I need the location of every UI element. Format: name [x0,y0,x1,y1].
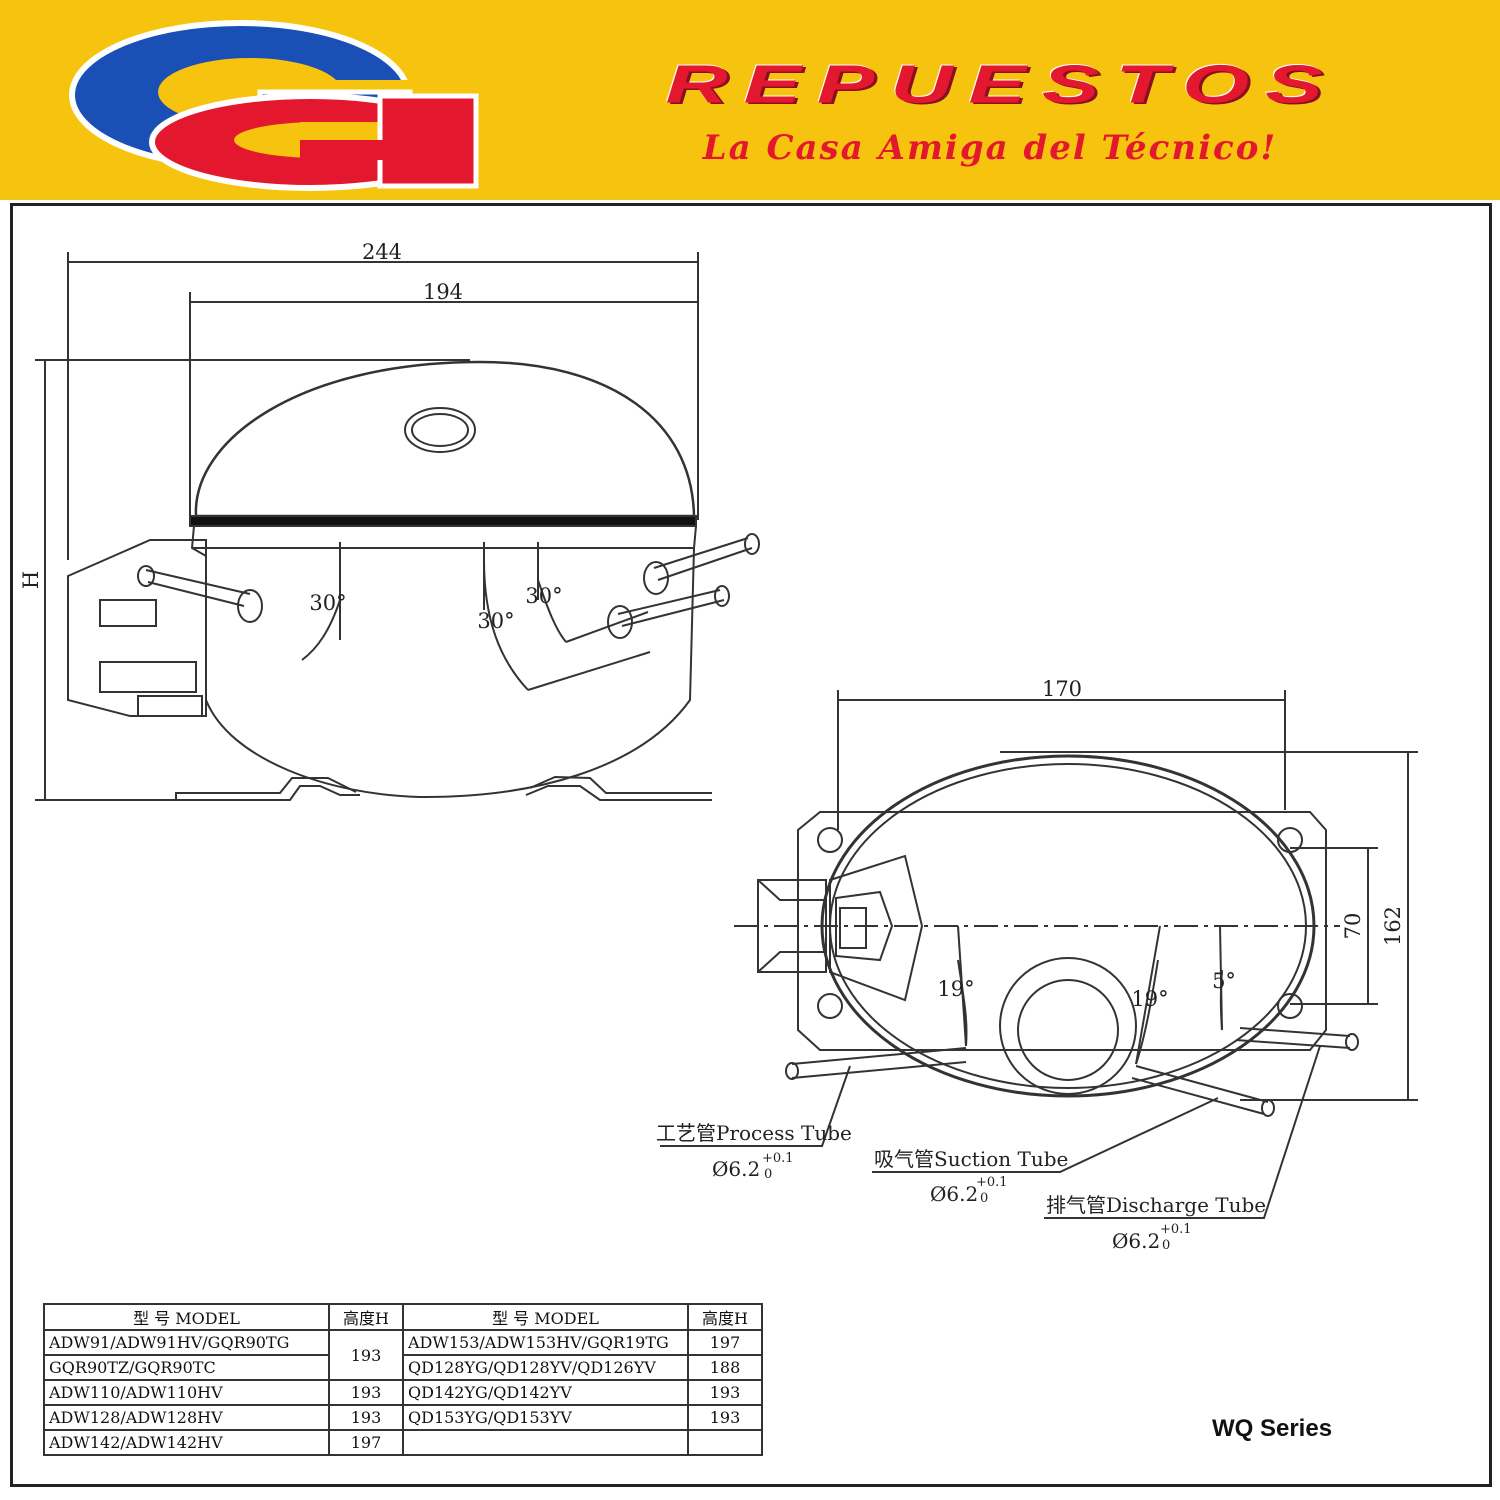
header-height-right: 高度H [687,1303,763,1331]
suction-tube-tol-lower: 0 [980,1191,988,1206]
dim-top-depth: 162 [1381,906,1405,946]
table-row: ADW91/ADW91HV/GQR90TG 193 ADW153/ADW153H… [43,1329,763,1381]
process-tube-tol-lower: 0 [764,1167,772,1182]
discharge-tube-label: 排气管Discharge Tube [1046,1193,1266,1217]
series-label: WQ Series [1212,1415,1333,1442]
gg-logo [69,20,479,191]
model-cell: ADW110/ADW110HV [43,1379,330,1406]
suction-tube-tol-upper: +0.1 [976,1175,1008,1190]
height-cell: 193 [687,1379,763,1406]
discharge-tube-size: Ø6.2 [1112,1229,1160,1253]
header-model-right: 型 号 MODEL [402,1303,689,1331]
table-row: GQR90TZ/GQR90TC QD128YG/QD128YV/QD126YV … [43,1354,763,1381]
suction-tube-size: Ø6.2 [930,1182,978,1206]
model-cell [402,1429,689,1456]
model-cell: ADW142/ADW142HV [43,1429,330,1456]
height-cell: 193 [328,1329,404,1381]
process-tube-tol-upper: +0.1 [762,1151,794,1166]
side-view-compressor [35,252,760,801]
table-row: ADW142/ADW142HV 197 [43,1429,763,1456]
suction-tube-label: 吸气管Suction Tube [874,1147,1068,1171]
model-cell: ADW128/ADW128HV [43,1404,330,1431]
height-cell: 193 [328,1404,404,1431]
angle-right-label: 30° [525,584,562,608]
height-cell [687,1429,763,1456]
model-table: 型 号 MODEL 高度H 型 号 MODEL 高度H ADW91/ADW91H… [43,1303,763,1456]
angle-b-label: 19° [1131,987,1168,1011]
model-cell: ADW153/ADW153HV/GQR19TG [402,1329,689,1356]
header-model-left: 型 号 MODEL [43,1303,330,1331]
height-cell: 193 [687,1404,763,1431]
dim-total-width: 244 [362,240,402,264]
angle-mid-label: 30° [477,609,514,633]
model-cell: GQR90TZ/GQR90TC [43,1354,330,1381]
table-row: ADW110/ADW110HV 193 QD142YG/QD142YV 193 [43,1379,763,1406]
process-tube-size: Ø6.2 [712,1157,760,1181]
process-tube-label: 工艺管Process Tube [656,1121,852,1145]
brand-title: REPUESTOS [665,54,1339,115]
dim-height: H [19,571,43,589]
model-cell: QD128YG/QD128YV/QD126YV [402,1354,689,1381]
model-cell: QD142YG/QD142YV [402,1379,689,1406]
drawing-frame [10,203,1492,1487]
height-cell: 188 [687,1354,763,1381]
table-row: ADW128/ADW128HV 193 QD153YG/QD153YV 193 [43,1404,763,1431]
model-cell: QD153YG/QD153YV [402,1404,689,1431]
dim-mount-spacing: 70 [1341,913,1365,940]
model-cell: ADW91/ADW91HV/GQR90TG [43,1329,330,1356]
height-cell: 197 [328,1429,404,1456]
logo-red-g [149,93,479,191]
top-view-compressor [660,690,1418,1219]
header-height-left: 高度H [328,1303,404,1331]
angle-a-label: 19° [937,977,974,1001]
brand-slogan: La Casa Amiga del Técnico! [702,128,1278,168]
dim-top-width: 170 [1042,677,1082,701]
discharge-tube-tol-lower: 0 [1162,1238,1170,1253]
height-cell: 193 [328,1379,404,1406]
dim-body-width: 194 [423,280,463,304]
brand-banner: REPUESTOS La Casa Amiga del Técnico! [0,0,1500,200]
angle-c-label: 5° [1212,969,1236,993]
angle-left-label: 30° [309,591,346,615]
discharge-tube-tol-upper: +0.1 [1160,1222,1192,1237]
height-cell: 197 [687,1329,763,1356]
